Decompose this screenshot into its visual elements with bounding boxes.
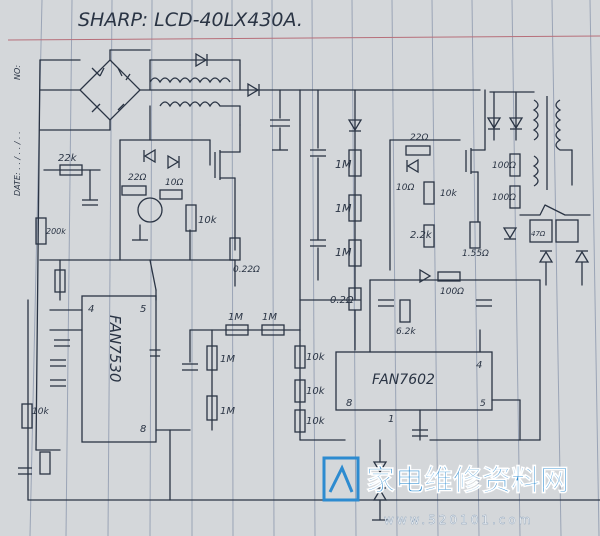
label-r-10k-b: 10k [32, 407, 49, 417]
label-r-155: 1.55Ω [462, 249, 489, 259]
label-r-1m-s1: 1M [335, 158, 352, 171]
label-r-22b: 22Ω [410, 133, 428, 143]
label-r-10b: 10Ω [396, 183, 414, 193]
label-r-100c: 100Ω [492, 193, 516, 203]
label-r-10k-a: 10k [198, 215, 218, 226]
label-r-10k-d: 10k [440, 189, 457, 199]
date-label: DATE: . . / . . / . . [13, 131, 22, 196]
ic2-pin8: 8 [346, 398, 352, 409]
ic2-pin4: 4 [476, 360, 482, 371]
label-r-10a: 10Ω [165, 178, 183, 188]
label-r-1m-s2: 1M [335, 202, 352, 215]
ic-fan7602 [335, 351, 493, 411]
feedback-divider: 1M 1M 1M 1M [182, 312, 301, 431]
label-r-1m-h1: 1M [228, 312, 243, 323]
label-r-10k-c1: 10k [306, 352, 326, 363]
label-r-6k2: 6.2k [396, 327, 416, 337]
ic2-pin5: 5 [480, 399, 486, 409]
watermark: 家电维修资料网 www.520101.com [322, 456, 569, 527]
watermark-url: www.520101.com [384, 513, 533, 527]
ic1-pin4: 4 [88, 304, 94, 315]
watermark-logo-icon [322, 456, 360, 502]
left-rail [27, 59, 600, 501]
bridge-rectifier [39, 49, 301, 131]
ic1-name: FAN7530 [106, 315, 124, 382]
ic1-pin5: 5 [140, 304, 146, 315]
bulk-capacitor [270, 89, 290, 151]
label-r-2k2: 2.2k [410, 230, 433, 241]
ruled-lines [29, 0, 600, 536]
pfc-inductor [149, 52, 260, 141]
label-r-22k: 22k [58, 153, 78, 164]
label-r-1m-h2: 1M [262, 312, 277, 323]
label-r-22a: 22Ω [128, 173, 146, 183]
resistor-chain-right: 1M 1M 1M 0.2Ω [330, 149, 362, 351]
ic2-name: FAN7602 [372, 372, 435, 388]
label-r-100a: 100Ω [440, 287, 464, 297]
label-r-100b: 100Ω [492, 161, 516, 171]
no-label: NO: [13, 65, 22, 80]
label-r-1m-s3: 1M [335, 246, 352, 259]
label-r-200k: 200k [46, 227, 66, 236]
schematic-title: SHARP: LCD-40LX430A. [78, 9, 303, 31]
watermark-text: 家电维修资料网 [366, 463, 569, 497]
pwm-section: FAN7602 4 8 1 5 6.2k 100Ω 22Ω 10Ω 10k [335, 89, 541, 441]
label-r-0-2: 0.2Ω [330, 295, 354, 306]
resistor-ladder-10k: 10k 10k 10k [294, 329, 346, 441]
label-r-10k-c3: 10k [306, 416, 326, 427]
bottom-zener [372, 439, 388, 521]
transformer-section: 100Ω 100Ω 47Ω [486, 91, 591, 441]
label-r-1m-v1: 1M [220, 354, 235, 365]
label-r-47: 47Ω [531, 230, 546, 238]
ic-fan7530 [81, 295, 157, 443]
label-r-022: 0.22Ω [233, 265, 260, 275]
ic1-pin8: 8 [140, 424, 146, 435]
label-r-1m-v2: 1M [220, 406, 235, 417]
pfc-section: 22k 200k FAN7530 4 5 8 10k [18, 124, 260, 475]
ic2-pin1: 1 [388, 414, 394, 425]
label-r-10k-c2: 10k [306, 386, 326, 397]
margin-line [7, 35, 600, 41]
